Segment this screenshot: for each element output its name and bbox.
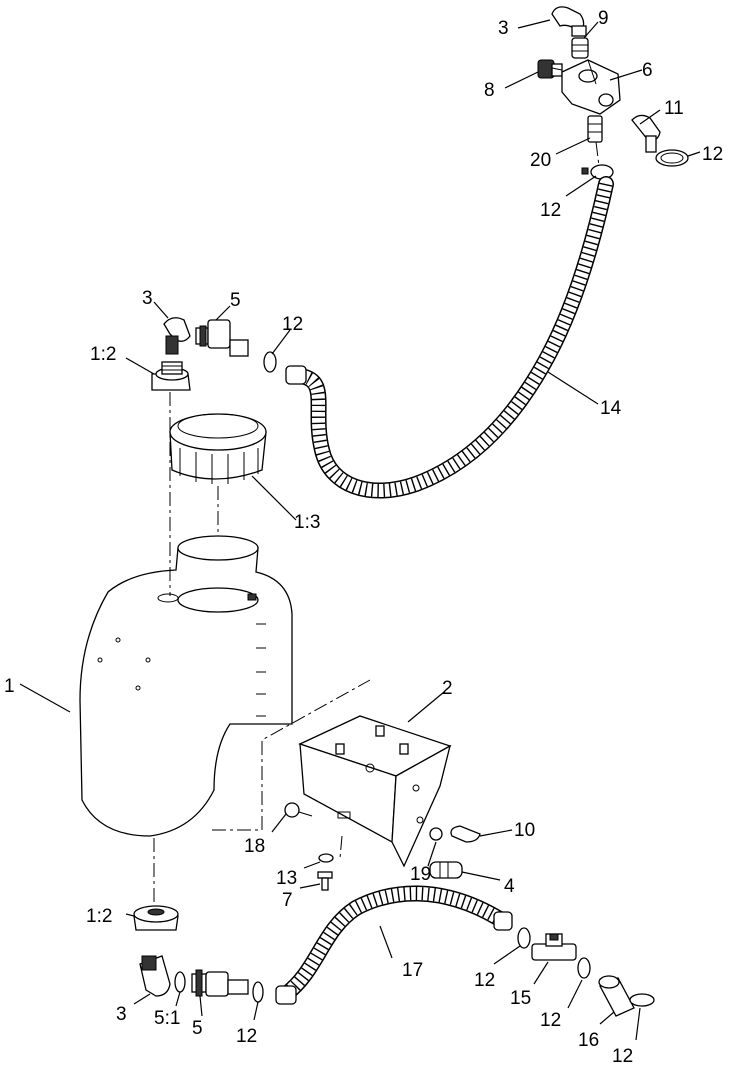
callout-16: 16 — [578, 1030, 599, 1051]
o-ring-5-1 — [174, 971, 186, 993]
callout-3-top: 3 — [498, 18, 509, 39]
callout-11: 11 — [664, 98, 684, 119]
callout-13: 13 — [276, 868, 297, 889]
callout-5-top: 5 — [230, 290, 241, 311]
callout-12-top: 12 — [540, 200, 561, 221]
callout-3-bottom: 3 — [116, 1004, 127, 1025]
callout-20: 20 — [530, 150, 551, 171]
callout-7: 7 — [282, 890, 293, 911]
hose-clamp-lower-2 — [577, 957, 591, 979]
hose-clamp-mid — [263, 351, 277, 373]
tank — [79, 535, 293, 837]
adapter-fitting-9 — [571, 37, 589, 59]
callout-5-1: 5:1 — [154, 1008, 180, 1029]
elbow-fitting-top — [551, 6, 587, 37]
ring-19 — [429, 827, 443, 841]
callout-12-bottom-4: 12 — [612, 1046, 633, 1067]
callout-8: 8 — [484, 80, 495, 101]
valve-fitting-5-top — [195, 319, 249, 357]
callout-4: 4 — [504, 876, 515, 897]
clip-10 — [450, 825, 481, 843]
hose-section-16 — [598, 975, 635, 1017]
callout-15: 15 — [510, 988, 531, 1009]
screw-7 — [317, 871, 333, 891]
callout-17: 17 — [402, 960, 423, 981]
callout-12-bottom-2: 12 — [540, 1010, 561, 1031]
plug-fitting-8 — [537, 59, 563, 79]
callout-19: 19 — [410, 864, 431, 885]
hose-clamp-top-right — [655, 149, 689, 167]
bulkhead-fitting-top — [151, 361, 191, 391]
callout-1: 1 — [4, 676, 15, 697]
hose-clamp-lower-3 — [629, 993, 655, 1007]
callout-1-2-bottom: 1:2 — [86, 906, 112, 927]
callout-labels: 3 9 8 6 11 20 12 12 3 5 12 1:2 14 1:3 1 … — [4, 8, 723, 1067]
nipple-fitting-20 — [587, 115, 603, 143]
elbow-fitting-left — [163, 317, 191, 355]
callout-9: 9 — [598, 8, 609, 29]
callout-14: 14 — [600, 398, 622, 419]
callout-3-left: 3 — [142, 288, 153, 309]
callout-1-3: 1:3 — [294, 512, 320, 533]
callout-18: 18 — [244, 836, 265, 857]
leader-lines — [19, 19, 701, 1041]
callout-12-top-right: 12 — [702, 144, 723, 165]
callout-12-bottom-3: 12 — [236, 1026, 257, 1047]
tee-fitting-15 — [531, 933, 577, 961]
callout-12-mid: 12 — [282, 314, 303, 335]
lower-hose — [275, 885, 513, 1005]
mounting-bracket — [298, 715, 452, 868]
knob-18 — [284, 802, 313, 818]
washer-13 — [318, 853, 334, 863]
bulkhead-fitting-bottom — [133, 905, 179, 931]
hose-clamp-lower-1 — [517, 927, 531, 949]
callout-2: 2 — [442, 678, 453, 699]
hose-clamp-bottom-left — [252, 981, 264, 1003]
tee-block — [561, 59, 621, 115]
valve-fitting-5-bottom — [191, 969, 249, 997]
hose-clamp-top — [581, 164, 614, 180]
elbow-fitting-bottom — [139, 955, 171, 997]
tank-cap — [169, 413, 267, 484]
callout-6: 6 — [642, 60, 653, 81]
elbow-fitting-11 — [631, 114, 661, 153]
callout-10: 10 — [514, 820, 535, 841]
upper-hose — [285, 176, 614, 499]
callout-1-2-top: 1:2 — [90, 344, 116, 365]
callout-5-bottom: 5 — [192, 1018, 203, 1039]
grommet-4 — [429, 861, 463, 879]
callout-12-bottom-1: 12 — [474, 970, 495, 991]
